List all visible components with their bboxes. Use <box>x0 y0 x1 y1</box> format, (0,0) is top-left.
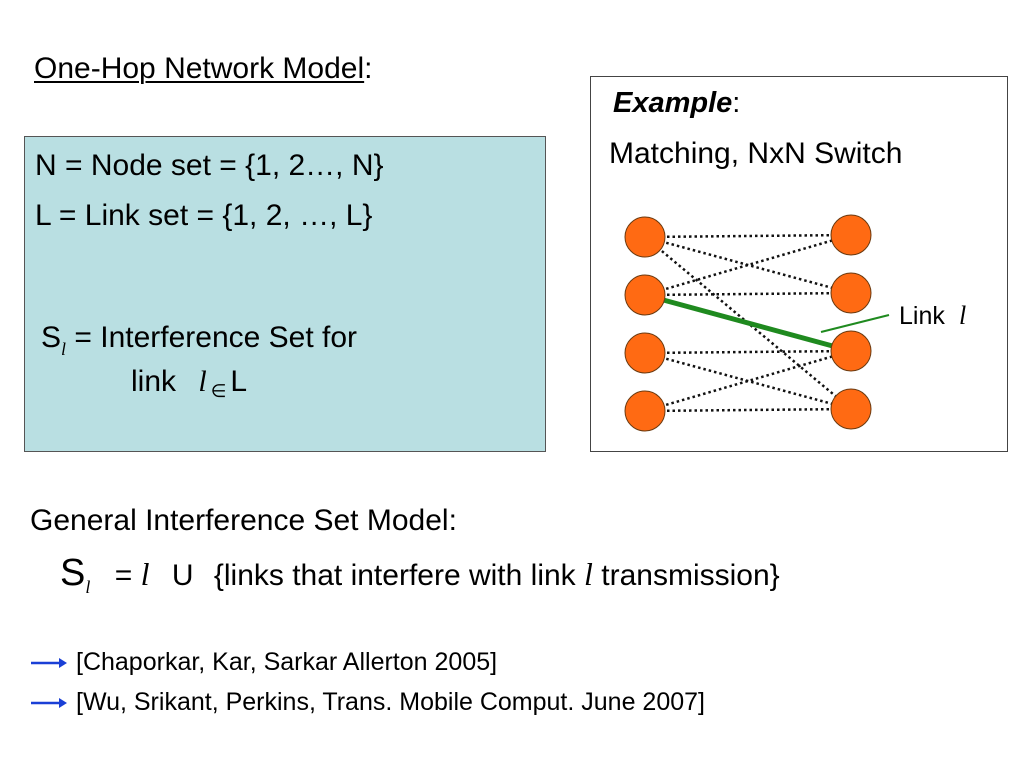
slide-title: One-Hop Network Model: <box>34 52 372 86</box>
example-subtitle: Matching, NxN Switch <box>609 137 903 170</box>
equation-set-text-2: transmission} <box>601 559 780 592</box>
link-label-leader <box>820 314 890 333</box>
dotted-link <box>644 233 852 239</box>
equation-equals: = <box>114 559 133 592</box>
link-label-variable: l <box>959 301 966 330</box>
example-heading-word: Example <box>613 87 733 119</box>
input-node <box>624 274 666 316</box>
definition-box: N = Node set = {1, 2…, N} L = Link set =… <box>24 136 546 452</box>
slide-title-text: One-Hop Network Model <box>34 52 365 85</box>
arrow-right-icon <box>31 697 67 708</box>
output-node <box>830 272 872 314</box>
dotted-link <box>644 291 852 297</box>
general-model-title: General Interference Set Model: <box>30 504 457 537</box>
link-variable: l <box>198 365 207 398</box>
general-model-equation: Sl = l U {links that interfere with link… <box>60 552 780 597</box>
equation-l: l <box>140 556 150 592</box>
dotted-link <box>644 349 852 355</box>
reference-item: [Chaporkar, Kar, Sarkar Allerton 2005] <box>30 648 497 677</box>
output-node <box>830 330 872 372</box>
link-set-definition: L = Link set = {1, 2, …, L} <box>35 199 373 232</box>
slide-title-colon: : <box>364 52 373 85</box>
reference-text: [Wu, Srikant, Perkins, Trans. Mobile Com… <box>76 688 705 716</box>
input-node <box>624 332 666 374</box>
equation-set-text-1: {links that interfere with link <box>213 559 576 592</box>
reference-item: [Wu, Srikant, Perkins, Trans. Mobile Com… <box>30 688 705 717</box>
equation-union: U <box>171 559 194 592</box>
output-node <box>830 214 872 256</box>
link-label: Link <box>899 302 945 330</box>
interference-set-membership: link l∈L <box>131 365 248 401</box>
dotted-link <box>644 351 852 411</box>
equation-s-symbol: S <box>60 552 86 594</box>
equation-s-subscript: l <box>85 577 91 597</box>
element-of-symbol: ∈ <box>210 381 227 401</box>
input-node <box>624 390 666 432</box>
example-heading: Example: <box>613 87 740 120</box>
arrow-right-icon <box>31 657 67 668</box>
dotted-link <box>644 235 852 295</box>
node-set-definition: N = Node set = {1, 2…, N} <box>35 149 384 182</box>
interference-set-definition: Sl = Interference Set for <box>41 321 358 359</box>
highlighted-link <box>644 292 852 354</box>
equation-set-variable: l <box>584 556 593 592</box>
example-heading-colon: : <box>732 87 741 119</box>
output-node <box>830 388 872 430</box>
interference-set-text: = Interference Set for <box>74 321 358 354</box>
input-node <box>624 216 666 258</box>
interference-set-symbol: S <box>41 321 62 354</box>
link-set-symbol: L <box>230 365 248 398</box>
dotted-link <box>644 407 852 413</box>
interference-set-subscript: l <box>61 339 67 359</box>
link-word: link <box>131 365 177 398</box>
reference-text: [Chaporkar, Kar, Sarkar Allerton 2005] <box>76 648 498 676</box>
